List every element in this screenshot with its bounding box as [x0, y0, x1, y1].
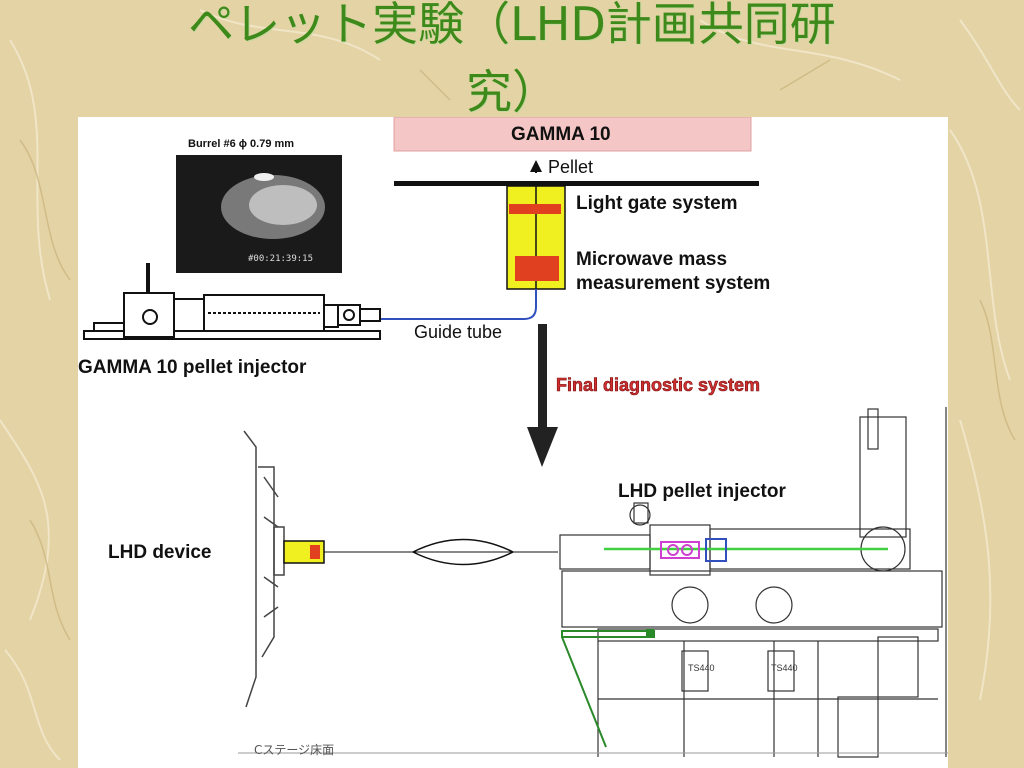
pellet-arrowhead — [530, 160, 542, 172]
lhd-injector-drawing — [559, 407, 947, 758]
microwave-label-line2: measurement system — [576, 273, 771, 294]
photo-timestamp: #00:21:39:15 — [248, 254, 314, 264]
final-diagnostic-label: Final diagnostic system — [556, 375, 761, 396]
slide-title-line1: ペレット実験（LHD計画共同研 — [188, 0, 836, 51]
guide-tube-label: Guide tube — [414, 322, 503, 342]
flow-arrow-shaft — [538, 324, 547, 429]
microwave-label-line1: Microwave mass — [576, 249, 728, 270]
slide-title-line2: 究） — [466, 65, 558, 119]
lhd-device-label: LHD device — [108, 542, 212, 563]
flow-arrow-head — [527, 427, 558, 467]
pellet-label: Pellet — [548, 157, 594, 177]
pump-label-2: TS440 — [771, 663, 798, 673]
gamma10-wall — [394, 181, 759, 186]
gamma10-injector-drawing — [83, 263, 381, 340]
injector-module-blue — [705, 538, 727, 562]
light-gate-label: Light gate system — [576, 193, 738, 214]
light-gate-element — [509, 204, 561, 214]
lhd-device-drawing — [243, 430, 285, 708]
diagram-panel: GAMMA 10 Pellet Light gate system Microw… — [78, 117, 948, 768]
photo-caption: Burrel #6 ϕ 0.79 mm — [188, 138, 295, 150]
gamma10-label: GAMMA 10 — [511, 124, 611, 145]
pump-label-1: TS440 — [688, 663, 715, 673]
microwave-element — [515, 256, 559, 281]
floor-label: Cステージ床面 — [254, 743, 335, 757]
guide-tube-line — [380, 289, 537, 320]
lhd-injector-label: LHD pellet injector — [618, 481, 786, 502]
gamma10-box — [393, 117, 752, 152]
beam-lens — [411, 538, 515, 566]
injector-module-magenta — [660, 541, 700, 559]
experiment-diagram — [83, 117, 948, 758]
injector-stage-green — [561, 630, 655, 638]
gamma10-injector-label: GAMMA 10 pellet injector — [78, 357, 307, 378]
